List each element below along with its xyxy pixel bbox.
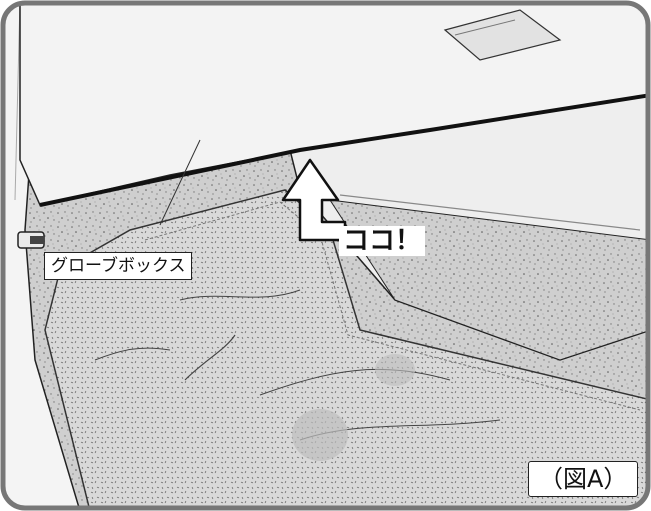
- callout-label: ココ！: [339, 226, 426, 256]
- connector-plug-icon: [17, 231, 45, 249]
- glovebox-label: グローブボックス: [44, 252, 193, 280]
- figure-caption: （図A）: [528, 461, 639, 497]
